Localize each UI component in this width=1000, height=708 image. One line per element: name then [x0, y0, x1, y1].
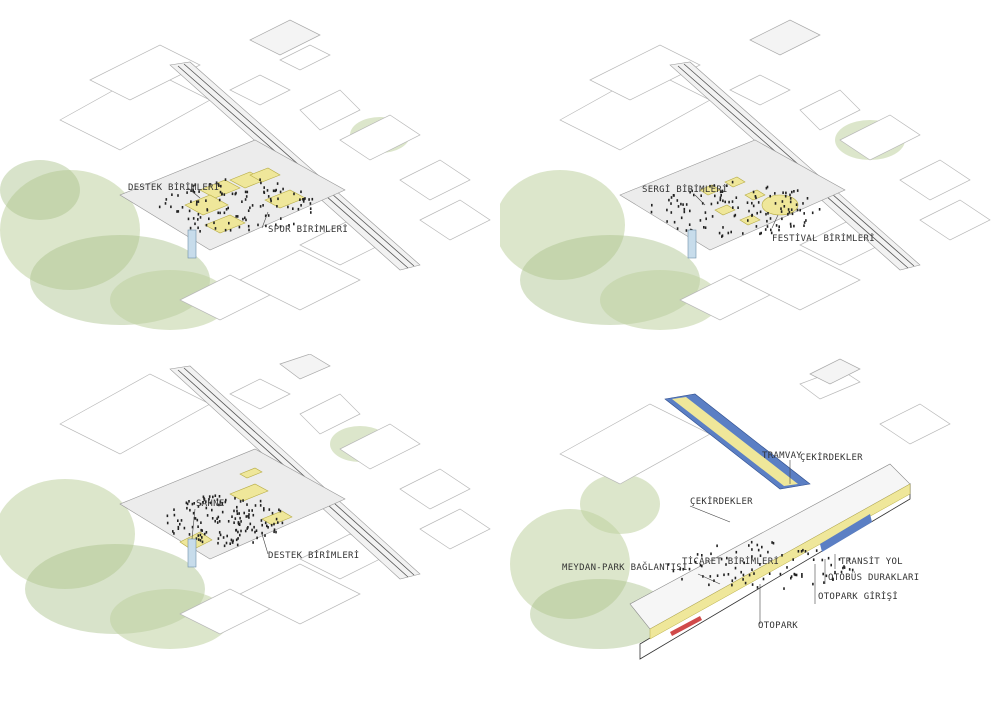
- axonometric-drawing: TRAMVAY ÇEKİRDEKLER ÇEKİRDEKLER MEYDAN-P…: [510, 358, 951, 660]
- label-otobus: OTOBÜS DURAKLARI: [828, 572, 920, 583]
- label-spor: SPOR BİRİMLERİ: [268, 224, 348, 235]
- label-ticaret: TİCARET BİRİMLERİ: [682, 556, 779, 567]
- trees: [0, 117, 410, 330]
- axonometric-panel-section: TRAMVAY ÇEKİRDEKLER ÇEKİRDEKLER MEYDAN-P…: [500, 354, 1000, 708]
- label-destek: DESTEK BİRİMLERİ: [268, 550, 360, 561]
- axonometric-panel-festival: SERGİ BİRİMLERİ FESTİVAL BİRİMLERİ: [500, 0, 1000, 354]
- label-sergi: SERGİ BİRİMLERİ: [642, 184, 728, 195]
- plaza: [619, 139, 846, 251]
- label-sahne: SAHNE: [196, 499, 225, 509]
- label-cekirdekler-2: ÇEKİRDEKLER: [690, 496, 753, 507]
- program-blocks: [184, 167, 306, 234]
- axonometric-panel-stage: SAHNE DESTEK BİRİMLERİ: [0, 354, 500, 708]
- label-transit: TRANSİT YOL: [840, 556, 903, 567]
- label-otopark: OTOPARK: [758, 621, 798, 631]
- people-dots: [166, 494, 284, 548]
- people-dots: [158, 178, 314, 233]
- ground-plate: [629, 463, 911, 660]
- label-meydan-park: MEYDAN-PARK BAĞLANTISI: [562, 561, 688, 573]
- label-festival: FESTİVAL BİRİMLERİ: [772, 233, 875, 244]
- plaza: [119, 448, 346, 560]
- label-destek: DESTEK BİRİMLERİ: [128, 182, 220, 193]
- axonometric-drawing: DESTEK BİRİMLERİ SPOR BİRİMLERİ: [0, 19, 491, 330]
- program-blocks: [699, 176, 799, 226]
- trees: [510, 474, 670, 649]
- people-dots: [667, 540, 854, 590]
- label-otopark-giris: OTOPARK GİRİŞİ: [818, 591, 898, 602]
- axonometric-drawing: SERGİ BİRİMLERİ FESTİVAL BİRİMLERİ: [500, 19, 991, 330]
- label-cekirdekler-1: ÇEKİRDEKLER: [800, 452, 863, 463]
- trees: [0, 426, 390, 649]
- label-tramvay: TRAMVAY: [762, 451, 802, 461]
- axonometric-drawing: SAHNE DESTEK BİRİMLERİ: [0, 354, 491, 649]
- axonometric-panel-sports: DESTEK BİRİMLERİ SPOR BİRİMLERİ: [0, 0, 500, 354]
- tramway: [664, 393, 811, 490]
- trees: [500, 120, 905, 330]
- buildings: [59, 354, 491, 635]
